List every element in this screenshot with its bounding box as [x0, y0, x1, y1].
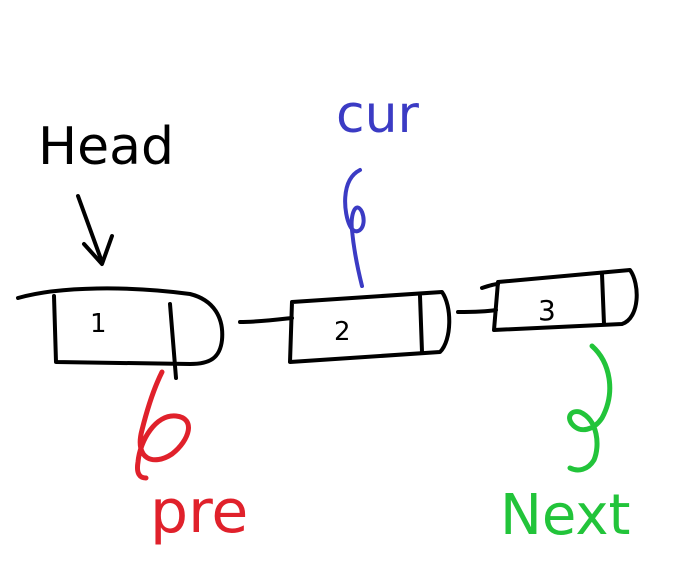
node-1-value: 1	[90, 309, 107, 339]
head-label: Head	[38, 117, 174, 177]
node-3-value: 3	[538, 294, 556, 327]
node-2-divider	[418, 294, 424, 354]
link-1-2	[238, 316, 294, 324]
head-arrow-shaft	[76, 194, 104, 264]
node-3-box	[492, 268, 639, 332]
cur-arrow	[343, 168, 366, 288]
node-1-divider	[168, 302, 178, 380]
pre-arrow	[135, 369, 191, 481]
cur-label: cur	[336, 85, 420, 145]
pre-pointer: pre	[135, 369, 248, 547]
next-arrow	[567, 343, 613, 473]
node-1: 1	[16, 286, 225, 380]
node-1-box	[16, 286, 225, 366]
pre-label: pre	[150, 477, 248, 547]
node-2-value: 2	[334, 317, 351, 347]
node-3: 3	[492, 268, 639, 332]
head-pointer: Head	[38, 117, 174, 266]
node-2-box	[288, 290, 452, 364]
link-2-3	[456, 308, 498, 314]
next-label: Next	[500, 483, 630, 548]
cur-pointer: cur	[336, 85, 420, 288]
head-arrow-tip	[82, 234, 114, 266]
node-3-divider	[600, 272, 606, 326]
node-2: 2	[288, 290, 452, 364]
next-pointer: Next	[500, 343, 630, 548]
